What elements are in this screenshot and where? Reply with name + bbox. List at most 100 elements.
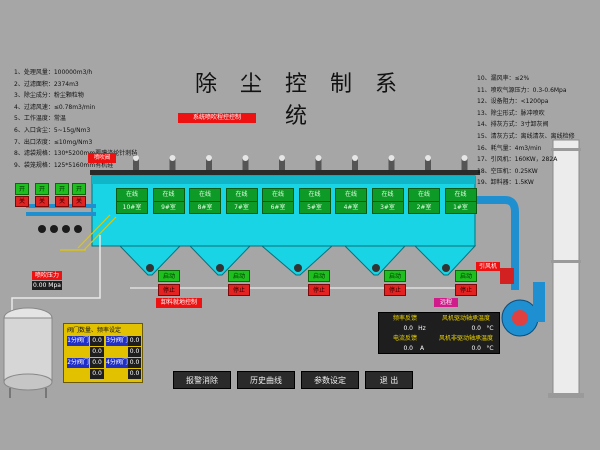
fan-mode-indicator[interactable]: 远程 [434, 298, 458, 307]
nozzle-cap [242, 155, 249, 161]
chamber-9[interactable]: 在线 2#室 [408, 188, 440, 214]
fan-stop-button[interactable]: 停止 [455, 284, 477, 296]
pulse-control-button[interactable]: 系统喷吹程控控制 [178, 113, 256, 123]
spec-item: 9、袋笼规格：125*5160mm有机硅 [14, 161, 114, 169]
exit-button[interactable]: 退 出 [365, 371, 413, 389]
chamber-status: 在线 [417, 191, 430, 198]
nozzle-cap [169, 155, 176, 161]
valve-panel-title: 阀门数量、频率设定 [67, 327, 122, 334]
blow-pressure-value: 0.00 Mpa [32, 281, 62, 290]
spec-item: 5、工作温度：常温 [14, 115, 66, 123]
valve-close-button-2[interactable]: 关 [35, 196, 49, 207]
hopper-start-button-1[interactable]: 启动 [158, 270, 180, 282]
blow-nozzle [133, 158, 139, 170]
spec-item: 1、处理风量：100000m3/h [14, 69, 93, 76]
valve-open-button-1[interactable]: 开 [15, 183, 29, 195]
blow-nozzle [169, 158, 176, 170]
current-feedback-unit: A [419, 345, 425, 352]
nondrive-bearing-temp-unit: °C [486, 345, 494, 352]
current-feedback-value: 0.0 [403, 345, 413, 352]
nondrive-bearing-temp-label: 风机非驱动轴承温度 [438, 335, 493, 342]
chamber-name: 10#室 [117, 201, 147, 214]
valve-setting-input[interactable]: 0.0 [128, 369, 141, 379]
spec-item: 7、出口浓度：≤10mg/Nm3 [14, 138, 93, 146]
chamber-status: 在线 [308, 191, 321, 198]
spec-item: 4、过滤风速：≤0.78m3/min [14, 103, 96, 111]
nozzle-cap [133, 155, 139, 161]
parameter-settings-button[interactable]: 参数设定 [301, 371, 359, 389]
valve-setting-input[interactable]: 0.0 [128, 336, 141, 346]
hopper-start-button-2[interactable]: 启动 [228, 270, 250, 282]
valve-close-button-3[interactable]: 关 [55, 196, 69, 207]
drive-bearing-temp-value: 0.0 [471, 325, 481, 332]
nozzle-cap [425, 155, 431, 161]
nozzle-cap [315, 155, 322, 161]
header-pipe [90, 170, 480, 175]
chamber-status: 在线 [162, 191, 175, 198]
valve-setting-input[interactable]: 0.0 [90, 358, 104, 368]
valve-setting-input[interactable]: 0.0 [128, 347, 141, 357]
blow-nozzle [242, 158, 249, 170]
valve-setting-input[interactable]: 0.0 [90, 347, 104, 357]
valve-setting-input[interactable]: 0.0 [90, 336, 104, 346]
spec-item: 11、喷吹气源压力：0.3-0.6Mpa [477, 86, 567, 94]
valve-open-button-2[interactable]: 开 [35, 183, 49, 195]
hopper-start-button-3[interactable]: 启动 [308, 270, 330, 282]
spec-item: 15、清灰方式：离线清灰、离线检修 [477, 132, 575, 140]
discharge-local-control[interactable]: 卸料就地控制 [156, 298, 202, 308]
hopper-stop-button-4[interactable]: 停止 [384, 284, 406, 296]
alarm-reset-button[interactable]: 报警消除 [173, 371, 231, 389]
valve-group-label: 3分阀门 [106, 336, 128, 346]
blow-nozzle [388, 158, 395, 170]
hopper-5 [413, 245, 477, 276]
spec-item: 6、入口含尘：5~15g/Nm3 [14, 126, 91, 134]
valve-open-button-4[interactable]: 开 [72, 183, 86, 195]
nondrive-bearing-temp-value: 0.0 [471, 345, 481, 352]
history-curve-button[interactable]: 历史曲线 [237, 371, 295, 389]
fan-feedback-table: 频率反馈 风机驱动轴承温度 0.0 Hz 0.0 °C 电流反馈 风机非驱动轴承… [378, 312, 500, 354]
chamber-8[interactable]: 在线 3#室 [371, 188, 404, 214]
blow-valve-label: 喷吹阀 [88, 153, 116, 163]
valve-group-label: 2分阀门 [67, 358, 89, 368]
spec-item: 17、引风机：160KW，282A [477, 156, 558, 164]
hopper-4 [343, 245, 407, 276]
spec-item: 18、空压机：0.25KW [477, 167, 538, 175]
chamber-name: 8#室 [190, 201, 220, 214]
page-title: 除 尘 控 制 系 统 [195, 72, 405, 129]
nozzle-cap [388, 155, 395, 161]
chamber-status: 在线 [454, 191, 467, 198]
hopper-stop-button-3[interactable]: 停止 [308, 284, 330, 296]
chamber-name: 2#室 [409, 201, 439, 214]
spec-item: 19、卸料器：1.5KW [477, 179, 534, 187]
chamber-status: 在线 [381, 191, 394, 198]
spec-item: 12、设备阻力：<1200pa [477, 98, 549, 106]
blow-nozzle [206, 158, 212, 170]
chimney [552, 139, 580, 396]
hopper-start-button-4[interactable]: 启动 [384, 270, 406, 282]
fan-start-button[interactable]: 启动 [455, 270, 477, 282]
blow-pressure-label: 喷吹压力 [32, 271, 62, 280]
spec-item: 16、耗气量：4m3/min [477, 144, 542, 152]
valve-close-button-4[interactable]: 关 [72, 196, 86, 207]
chamber-name: 4#室 [336, 201, 366, 214]
hopper-stop-button-1[interactable]: 停止 [158, 284, 180, 296]
valve-group-label: 4分阀门 [106, 358, 128, 368]
valve-setting-input[interactable]: 0.0 [90, 369, 104, 379]
valve-setting-input[interactable]: 0.0 [128, 358, 141, 368]
hopper-stop-button-2[interactable]: 停止 [228, 284, 250, 296]
chamber-name: 3#室 [372, 201, 403, 214]
valve-open-button-3[interactable]: 开 [55, 183, 69, 195]
freq-feedback-value: 0.0 [403, 325, 413, 332]
valve-close-button-1[interactable]: 关 [15, 196, 29, 207]
chamber-name: 7#室 [226, 201, 257, 214]
